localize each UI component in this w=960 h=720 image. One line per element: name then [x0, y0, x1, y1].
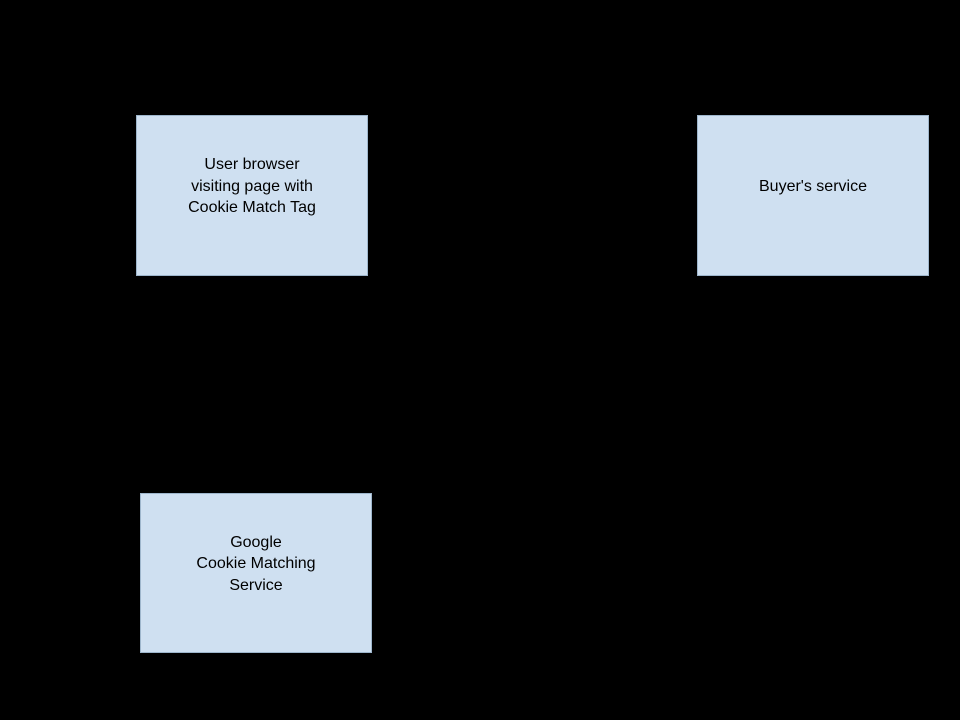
node-google-cookie-matching-service[interactable]: Google Cookie Matching Service: [140, 493, 372, 653]
node-buyers-service-label: Buyer's service: [759, 177, 867, 195]
node-google-cookie-matching-service-label: Google Cookie Matching Service: [196, 533, 316, 594]
node-user-browser-label: User browser visiting page with Cookie M…: [188, 156, 316, 217]
node-user-browser[interactable]: User browser visiting page with Cookie M…: [136, 115, 368, 276]
node-buyers-service[interactable]: Buyer's service: [697, 115, 929, 276]
